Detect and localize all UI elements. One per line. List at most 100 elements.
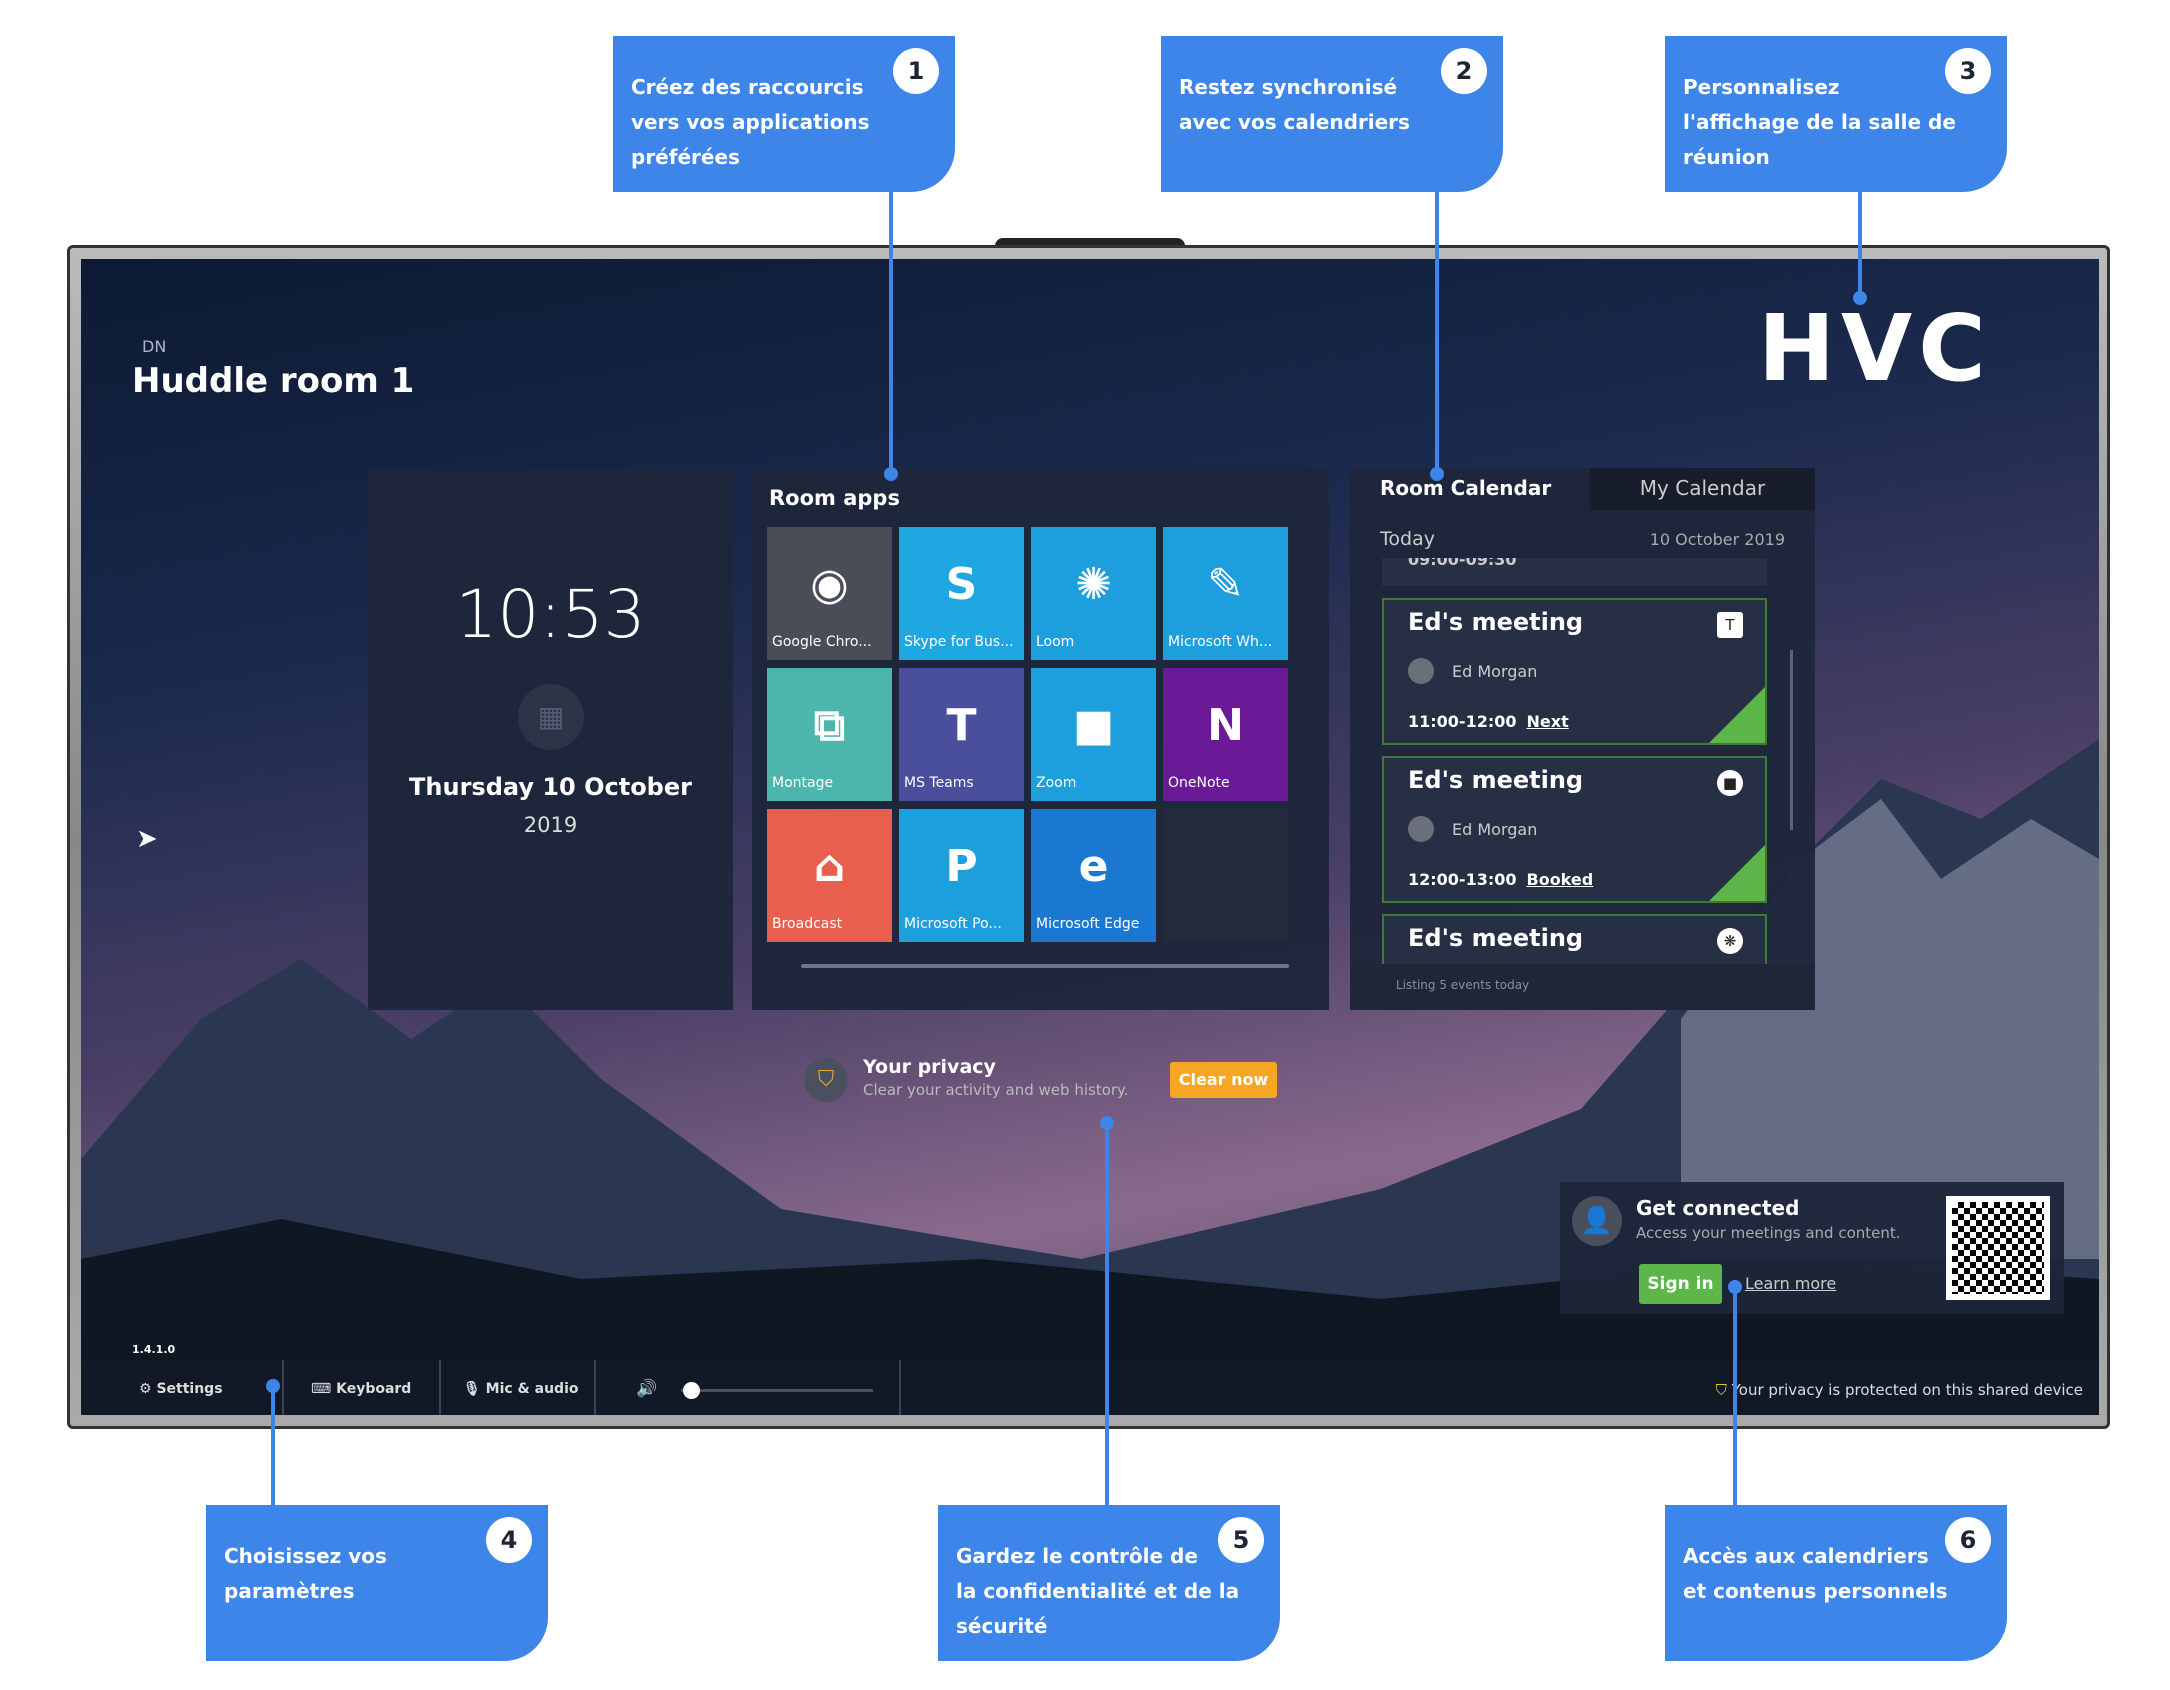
- empty-tile: [1163, 809, 1288, 942]
- callout-text: Restez synchronisé avec vos calendriers: [1179, 75, 1410, 134]
- broadcast-icon: ⌂: [813, 841, 846, 892]
- app-label: Microsoft Wh...: [1168, 634, 1273, 650]
- callout-text: Personnalisez l'affichage de la salle de…: [1683, 75, 1956, 169]
- callout-connector: [1105, 1123, 1109, 1505]
- event-card[interactable]: Ed's meeting T Ed Morgan 11:00-12:00 Next: [1382, 598, 1767, 745]
- tab-room-calendar[interactable]: Room Calendar: [1380, 476, 1552, 500]
- powerpoint-icon: P: [945, 841, 978, 892]
- divider: [899, 1360, 901, 1415]
- calendar-footer: Listing 5 events today: [1350, 964, 1815, 1010]
- privacy-subtitle: Clear your activity and web history.: [863, 1081, 1129, 1099]
- privacy-title: Your privacy: [863, 1056, 996, 1078]
- onenote-icon: N: [1207, 700, 1244, 751]
- app-tile[interactable]: ⧉Montage: [767, 668, 892, 801]
- teams-icon: T: [946, 700, 977, 751]
- apps-scrollbar[interactable]: [801, 964, 1289, 968]
- user-icon: 👤: [1572, 1196, 1622, 1246]
- mic-audio-button[interactable]: 🎙 Mic & audio: [463, 1381, 579, 1397]
- callout-number: 6: [1945, 1517, 1991, 1563]
- event-card[interactable]: Ed's meeting ❋: [1382, 914, 1767, 964]
- callout-text: Choisissez vos paramètres: [224, 1544, 387, 1603]
- clock-panel: 10:53 ▦ Thursday 10 October 2019: [368, 468, 733, 1010]
- keyboard-button[interactable]: ⌨ Keyboard: [311, 1381, 411, 1397]
- callout-connector: [271, 1386, 275, 1505]
- montage-icon: ⧉: [813, 700, 846, 751]
- app-tile[interactable]: ✺ Loom: [1031, 527, 1156, 660]
- app-label: Loom: [1036, 634, 1075, 650]
- app-label: OneNote: [1168, 775, 1230, 791]
- sign-in-button[interactable]: Sign in: [1639, 1264, 1722, 1304]
- app-tile[interactable]: ✎Microsoft Wh...: [1163, 527, 1288, 660]
- divider: [282, 1360, 284, 1415]
- connect-title: Get connected: [1636, 1196, 1800, 1220]
- event-time: 09:00-09:30: [1408, 558, 1517, 569]
- event-status: Booked: [1526, 870, 1594, 889]
- event-count: Listing 5 events today: [1396, 978, 1530, 992]
- learn-more-link[interactable]: Learn more: [1745, 1274, 1837, 1293]
- clear-now-button[interactable]: Clear now: [1170, 1062, 1277, 1098]
- app-label: MS Teams: [904, 775, 974, 791]
- keyboard-label: Keyboard: [336, 1381, 412, 1397]
- callout-connector: [1858, 192, 1862, 297]
- app-tile[interactable]: N OneNote: [1163, 668, 1288, 801]
- microphone-icon: 🎙: [463, 1381, 486, 1397]
- calendar-scrollbar[interactable]: [1790, 650, 1793, 830]
- edge-icon: e: [1078, 841, 1109, 892]
- event-organizer: Ed Morgan: [1452, 820, 1538, 839]
- callout-text: Accès aux calendriers et contenus person…: [1683, 1544, 1948, 1603]
- divider: [594, 1360, 596, 1415]
- event-status: Next: [1526, 712, 1569, 731]
- callout-number: 2: [1441, 48, 1487, 94]
- volume-icon[interactable]: 🔊: [636, 1379, 658, 1399]
- loom-icon: ✺: [1075, 559, 1112, 610]
- callout-text: Gardez le contrôle de la confidentialité…: [956, 1544, 1240, 1638]
- event-card-partial[interactable]: 09:00-09:30: [1382, 558, 1767, 586]
- zoom-icon: ■: [1072, 700, 1115, 751]
- calendar-panel: Room Calendar My Calendar Today 10 Octob…: [1350, 468, 1815, 1010]
- tab-my-calendar[interactable]: My Calendar: [1590, 468, 1815, 510]
- skype-icon: S: [945, 559, 978, 610]
- app-tile[interactable]: ⌂ Broadcast: [767, 809, 892, 942]
- cast-icon[interactable]: [1709, 687, 1765, 743]
- volume-slider-handle[interactable]: [682, 1382, 700, 1399]
- callout-number: 3: [1945, 48, 1991, 94]
- avatar: [1408, 658, 1434, 684]
- calendar-icon: ▦: [518, 684, 584, 750]
- callout-number: 5: [1218, 1517, 1264, 1563]
- event-time: 11:00-12:00: [1408, 712, 1517, 731]
- teams-icon: T: [1717, 612, 1743, 638]
- event-organizer: Ed Morgan: [1452, 662, 1538, 681]
- shield-icon: ⛉: [804, 1058, 848, 1102]
- app-label: Broadcast: [772, 916, 843, 932]
- shield-icon: ⛉: [1715, 1381, 1732, 1399]
- callout-dot: [1853, 291, 1867, 305]
- app-tile[interactable]: P Microsoft Po...: [899, 809, 1024, 942]
- app-tile[interactable]: T MS Teams: [899, 668, 1024, 801]
- callout-text: Créez des raccourcis vers vos applicatio…: [631, 75, 870, 169]
- privacy-note: ⛉ Your privacy is protected on this shar…: [1716, 1381, 2083, 1399]
- app-tile[interactable]: ◉Google Chro...: [767, 527, 892, 660]
- cast-icon[interactable]: [1709, 845, 1765, 901]
- app-tile[interactable]: ■Zoom: [1031, 668, 1156, 801]
- app-tile[interactable]: S Skype for Bus...: [899, 527, 1024, 660]
- settings-button[interactable]: ⚙ Settings: [139, 1381, 223, 1397]
- callout-dot: [884, 467, 898, 481]
- webex-icon: ❋: [1717, 928, 1743, 954]
- chrome-icon: ◉: [810, 559, 849, 610]
- callout-connector: [1435, 192, 1439, 473]
- qr-code[interactable]: [1946, 1196, 2050, 1300]
- app-label: Skype for Bus...: [904, 634, 1014, 650]
- event-title: Ed's meeting: [1408, 924, 1584, 952]
- event-title: Ed's meeting: [1408, 608, 1584, 636]
- volume-slider[interactable]: [681, 1389, 873, 1392]
- app-label: Microsoft Po...: [904, 916, 1002, 932]
